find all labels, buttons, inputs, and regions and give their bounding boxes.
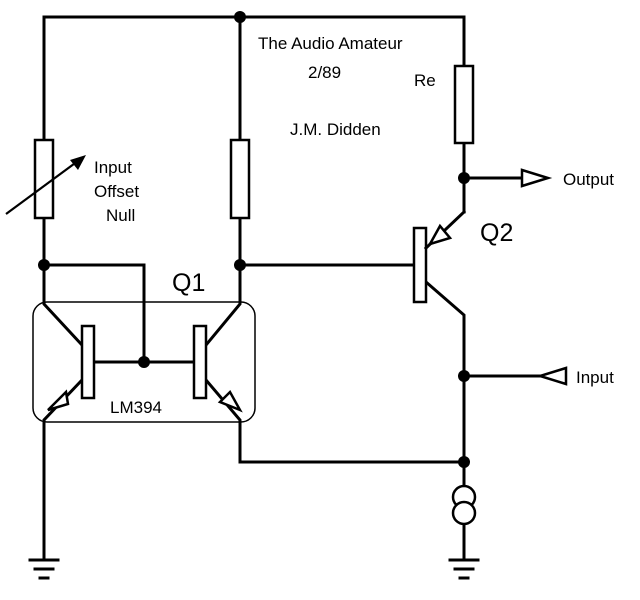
current-source-circle-bottom bbox=[451, 500, 477, 526]
q1b-collector-wire bbox=[203, 263, 242, 348]
issue-label: 2/89 bbox=[308, 63, 341, 82]
q1b-emitter-arrow bbox=[217, 389, 243, 413]
q2-label: Q2 bbox=[480, 219, 513, 247]
q2-collector-wire bbox=[423, 279, 466, 562]
source-label: The Audio Amateur bbox=[258, 34, 403, 53]
wires bbox=[42, 15, 542, 562]
trimmer-arrow-head bbox=[70, 155, 86, 170]
junction-output bbox=[458, 172, 470, 184]
output-label: Output bbox=[563, 170, 614, 189]
junction-middle bbox=[234, 259, 246, 271]
q1-label: Q1 bbox=[172, 269, 205, 297]
offset-null-line2: Offset bbox=[94, 182, 139, 201]
collector-resistor bbox=[229, 138, 251, 220]
trimmer-body bbox=[33, 138, 55, 220]
q1a-base-bar bbox=[80, 324, 96, 400]
lm394-label: LM394 bbox=[110, 398, 162, 417]
offset-null-line1: Input bbox=[94, 158, 132, 177]
offset-null-line3: Null bbox=[106, 206, 135, 225]
junction-left bbox=[38, 259, 50, 271]
q1a-emitter-wire bbox=[42, 377, 85, 562]
q2-emitter-arrow bbox=[427, 223, 453, 247]
output-arrow-icon bbox=[520, 168, 553, 188]
input-label: Input bbox=[576, 368, 614, 387]
ground-right-icon bbox=[448, 558, 480, 580]
q2-base-bar bbox=[412, 226, 428, 304]
junction-top-middle bbox=[234, 11, 246, 23]
q1a-emitter-arrow bbox=[47, 389, 70, 412]
junction-emitter-return bbox=[458, 456, 470, 468]
re-resistor bbox=[453, 64, 475, 145]
trimmer-arrow-line bbox=[5, 157, 83, 215]
ground-left-icon bbox=[28, 558, 60, 580]
current-source bbox=[451, 484, 477, 526]
input-arrow-icon bbox=[535, 366, 568, 386]
q1-package-outline bbox=[32, 301, 256, 423]
author-label: J.M. Didden bbox=[290, 120, 381, 139]
re-label: Re bbox=[414, 71, 436, 90]
offset-null-trimmer bbox=[5, 138, 86, 220]
junction-dots bbox=[38, 11, 470, 468]
q1b-base-bar bbox=[192, 324, 208, 400]
junction-input bbox=[458, 370, 470, 382]
q1a-collector-wire bbox=[42, 263, 85, 348]
junction-bases bbox=[138, 356, 150, 368]
